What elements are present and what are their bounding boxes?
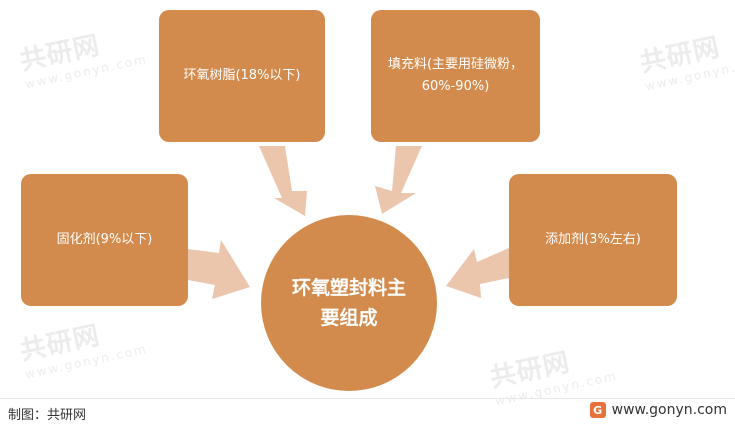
component-label: 添加剂(3%左右) (545, 232, 641, 247)
component-label: 环氧树脂(18%以下) (183, 68, 301, 83)
component-label: 固化剂(9%以下) (56, 232, 153, 247)
component-box-additive: 添加剂(3%左右) (509, 174, 677, 306)
component-box-filler: 填充料(主要用硅微粉，60%-90%) (371, 10, 540, 142)
gonyn-logo-icon: G (589, 402, 606, 418)
site-link[interactable]: G www.gonyn.com (589, 402, 727, 418)
arrow-from-top-left (259, 146, 307, 216)
component-box-curing-agent: 固化剂(9%以下) (21, 174, 188, 306)
site-url: www.gonyn.com (611, 402, 727, 418)
arrow-from-top-right (375, 146, 422, 214)
component-label: 填充料(主要用硅微粉，60%-90%) (387, 57, 524, 94)
footer-divider (0, 398, 735, 399)
arrow-from-left (188, 240, 250, 299)
center-label: 环氧塑封料主要组成 (291, 277, 406, 329)
credit-text: 制图：共研网 (8, 408, 87, 423)
component-box-epoxy-resin: 环氧树脂(18%以下) (159, 10, 325, 142)
arrow-from-right (446, 248, 509, 298)
center-circle: 环氧塑封料主要组成 (261, 215, 437, 391)
